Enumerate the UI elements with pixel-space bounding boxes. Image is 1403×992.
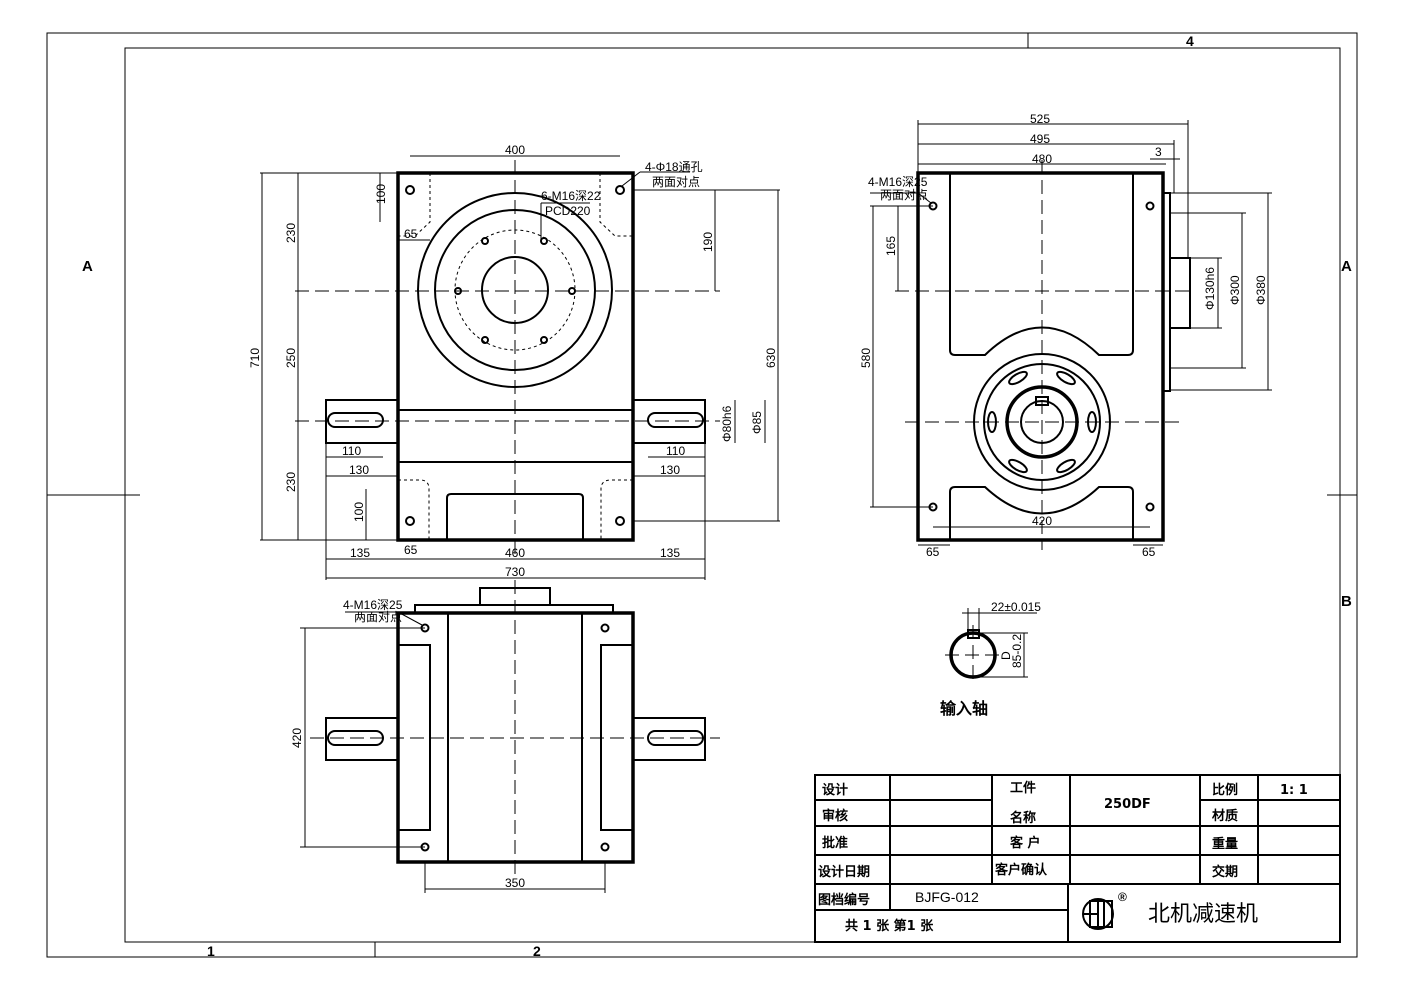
input-shaft-section: ALLOW 22±0.015 D 85-0.2 输入轴 xyxy=(940,600,1041,718)
key-width-dim: 22±0.015 xyxy=(991,600,1041,614)
label-review: 审核 xyxy=(822,808,848,824)
shaft-depth-label: D xyxy=(999,651,1013,660)
dim-710: 710 xyxy=(248,348,262,368)
dim-730: 730 xyxy=(505,565,525,579)
dim-135-right: 135 xyxy=(660,546,680,560)
side-view: 525 495 480 3 165 580 Φ130h6 Φ300 Φ380 4… xyxy=(859,112,1272,559)
dim-420-side: 420 xyxy=(1032,514,1052,528)
dim-d380: Φ380 xyxy=(1254,275,1268,305)
label-material: 材质 xyxy=(1212,808,1238,824)
dim-65-bottom: 65 xyxy=(404,543,418,557)
dim-130-right: 130 xyxy=(660,463,680,477)
dim-100-bottom: 100 xyxy=(352,502,366,522)
dim-420-top: 420 xyxy=(290,728,304,748)
dim-65-top: 65 xyxy=(404,227,418,241)
zone-b-right: B xyxy=(1341,593,1352,610)
scale-value: 1: 1 xyxy=(1280,783,1308,798)
dim-230-bottom: 230 xyxy=(284,472,298,492)
registered-mark: ® xyxy=(1118,890,1127,904)
top-view: 420 350 4-M16深25 两面对点 xyxy=(290,580,720,893)
dim-525: 525 xyxy=(1030,112,1050,126)
note-through-holes: 4-Φ18通孔 xyxy=(645,160,703,174)
company-name: 北机减速机 xyxy=(1148,901,1258,926)
dim-630: 630 xyxy=(764,348,778,368)
dim-65-side-right: 65 xyxy=(1142,545,1156,559)
dim-495: 495 xyxy=(1030,132,1050,146)
dim-400: 400 xyxy=(505,143,525,157)
label-part-2: 名称 xyxy=(1010,810,1036,826)
label-customer: 客 户 xyxy=(1010,835,1041,851)
mounting-hole-icon xyxy=(405,185,625,526)
shaft-depth-value: 85-0.2 xyxy=(1010,634,1024,668)
drawing-number: BJFG-012 xyxy=(915,889,979,905)
dim-130-left: 130 xyxy=(349,463,369,477)
note-side-tapped-sub: 两面对点 xyxy=(880,188,928,202)
dim-100-top: 100 xyxy=(374,184,388,204)
dim-250: 250 xyxy=(284,348,298,368)
dim-135-left: 135 xyxy=(350,546,370,560)
dim-190: 190 xyxy=(701,232,715,252)
label-weight: 重量 xyxy=(1212,836,1238,852)
note-top-tapped-sub: 两面对点 xyxy=(354,610,402,624)
label-customer-confirm: 客户确认 xyxy=(995,862,1048,878)
dim-d80h6: Φ80h6 xyxy=(720,405,734,442)
dim-d85: Φ85 xyxy=(750,411,764,434)
sheet-count: 共 1 张 第1 张 xyxy=(845,918,934,934)
label-scale: 比例 xyxy=(1212,782,1238,798)
dim-110-left: 110 xyxy=(342,444,361,458)
label-drawing-no: 图档编号 xyxy=(818,892,870,908)
note-tapped-holes: 6-M16深22 xyxy=(541,189,601,203)
dim-65-side-left: 65 xyxy=(926,545,940,559)
input-shaft-caption: 输入轴 xyxy=(940,699,988,718)
zone-1: 1 xyxy=(207,943,215,959)
label-design-date: 设计日期 xyxy=(818,864,870,880)
zone-2: 2 xyxy=(533,943,541,959)
part-name: 250DF xyxy=(1104,797,1151,812)
dim-3: 3 xyxy=(1155,145,1162,159)
label-approve: 批准 xyxy=(822,835,848,851)
sheet-frame: 4 A A B 1 2 xyxy=(46,32,1358,959)
title-block: 设计 审核 批准 设计日期 工件 名称 250DF 客 户 客户确认 比例 1:… xyxy=(814,774,1341,943)
dim-230-top: 230 xyxy=(284,223,298,243)
note-top-tapped: 4-M16深25 xyxy=(343,598,403,612)
dim-110-right: 110 xyxy=(666,444,685,458)
note-side-tapped: 4-M16深25 xyxy=(868,175,928,189)
dim-580: 580 xyxy=(859,348,873,368)
dim-480: 480 xyxy=(1032,152,1052,166)
note-pcd: PCD220 xyxy=(545,204,591,218)
dim-460: 460 xyxy=(505,546,525,560)
label-delivery: 交期 xyxy=(1212,864,1238,880)
dim-d300: Φ300 xyxy=(1228,275,1242,305)
zone-a-left: A xyxy=(82,258,93,275)
front-view: 400 100 65 230 710 250 230 190 630 Φ80h6… xyxy=(248,143,780,580)
note-through-holes-sub: 两面对点 xyxy=(652,175,700,189)
dim-350: 350 xyxy=(505,876,525,890)
dim-165: 165 xyxy=(884,236,898,256)
company-logo-icon xyxy=(1082,898,1114,930)
zone-4: 4 xyxy=(1186,33,1194,49)
label-part-1: 工件 xyxy=(1010,780,1036,796)
label-design: 设计 xyxy=(822,782,848,798)
zone-a-right: A xyxy=(1341,258,1352,275)
dim-d130h6: Φ130h6 xyxy=(1203,267,1217,310)
